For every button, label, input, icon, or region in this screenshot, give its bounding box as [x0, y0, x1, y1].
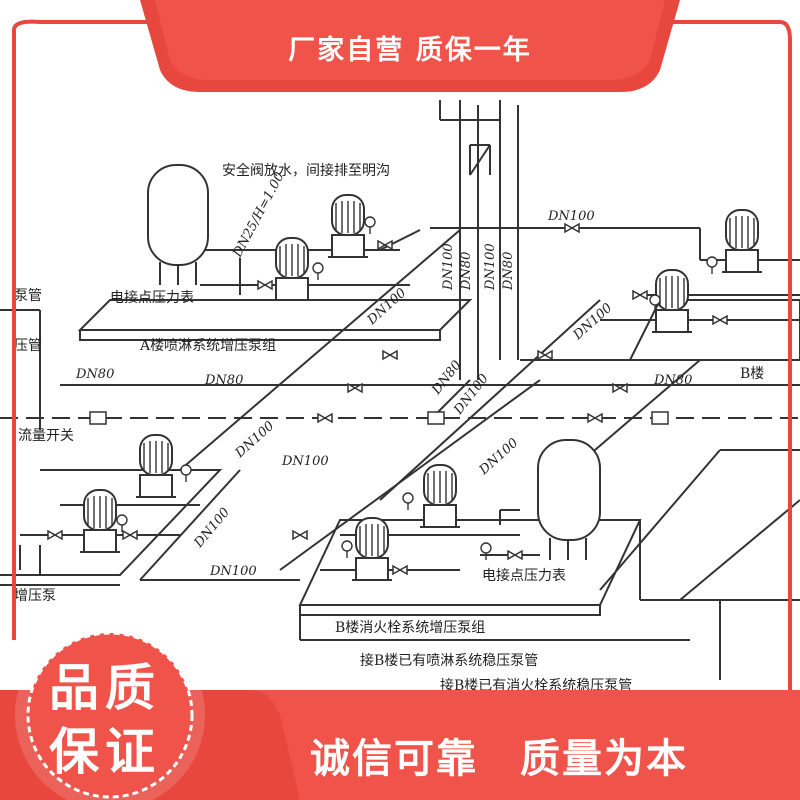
badge-line2: 保证: [49, 723, 161, 781]
pressure-gauge-label-2: 电接点压力表: [482, 567, 566, 584]
dn100-v1-label: DN100: [441, 243, 456, 291]
dn80-v2-label: DN80: [501, 252, 516, 291]
flow-switch-label: 流量开关: [18, 428, 74, 444]
group-a-label: A楼喷淋系统增压泵组: [139, 338, 276, 354]
dn100-v2-label: DN100: [483, 243, 498, 291]
dn100-low-label: DN100: [209, 564, 257, 579]
pressure-tank-a: [147, 164, 209, 285]
dn80-left-label: DN80: [75, 367, 114, 382]
group-b-partial-label: B楼: [740, 366, 764, 382]
dn100-mid-label: DN100: [281, 454, 329, 469]
pressure-pipe-partial: 压管: [14, 338, 42, 354]
spray-pipe-partial: 泵管: [14, 288, 42, 304]
pressure-tank-b: [537, 439, 601, 560]
dn80-v-label: DN80: [459, 252, 474, 291]
badge-line1: 品质: [49, 659, 161, 717]
safety-valve-note: 安全阀放水，间接排至明沟: [222, 162, 390, 179]
top-banner: [140, 0, 680, 92]
quality-badge: [15, 620, 205, 800]
dn80-right-label: DN80: [653, 373, 692, 388]
connect-b-label: 接B楼已有喷淋系统稳压泵管: [360, 652, 538, 669]
dn100-top-label: DN100: [547, 209, 595, 224]
group-a-base: [77, 299, 473, 331]
pressure-gauge-label-1: 电接点压力表: [110, 289, 194, 306]
top-banner-text: 厂家自营 质保一年: [288, 35, 532, 66]
dn80-mid-label: DN80: [204, 373, 243, 388]
cut-off-label: 接B楼已有消火栓系统稳压泵管: [440, 677, 632, 694]
group-b-fire-label: B楼消火栓系统增压泵组: [335, 620, 485, 636]
bottom-slogan: 诚信可靠 质量为本: [310, 736, 688, 782]
booster-partial-label: 增压泵: [14, 588, 56, 604]
